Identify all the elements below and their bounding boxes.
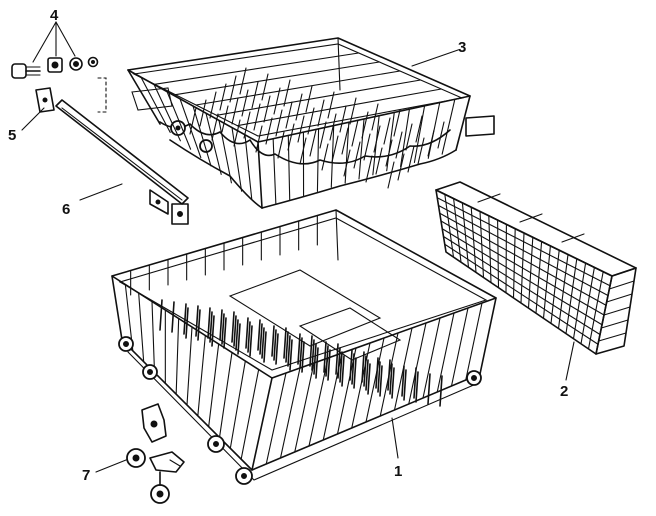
part-3-upper-rack [127,37,495,209]
bushing-icon [47,57,63,73]
callout-2: 2 [560,383,568,400]
assembly-bracket [97,77,107,113]
callout-5-leader [21,107,45,131]
part-5-rail-end-cap [35,87,55,113]
washer-icon [87,56,99,68]
callout-1-leader [391,417,399,459]
callout-4: 4 [50,7,59,24]
axle-wheel-icon [150,484,170,504]
nut-icon [69,57,83,71]
callout-7-leader [95,459,127,473]
callout-3: 3 [458,39,466,56]
callout-5: 5 [8,127,16,144]
part-1-lower-rack [111,209,497,485]
callout-6: 6 [62,201,70,218]
bolt-icon [11,63,41,79]
part-2-silverware-basket [435,181,637,355]
callout-2-leader [565,341,575,381]
part-4-hardware [11,56,99,79]
part-7-roller-assembly [126,403,185,504]
callout-1: 1 [394,463,402,480]
part-6-slide-rail [55,99,189,225]
callout-4-leaders [32,21,76,63]
callout-3-leader [411,49,459,67]
callout-7: 7 [82,467,90,484]
callout-6-leader [79,183,123,201]
roller-wheel-icon [126,448,146,468]
